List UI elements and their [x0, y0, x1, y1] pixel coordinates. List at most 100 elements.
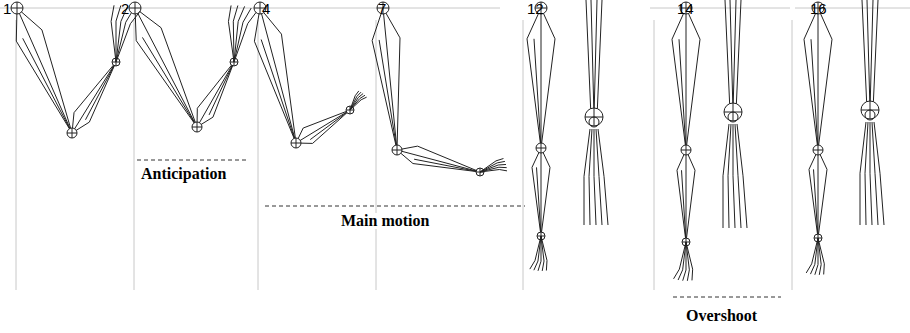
arm-stroke — [674, 269, 680, 279]
arm-stroke — [86, 62, 116, 120]
arm-stroke — [17, 8, 72, 133]
arm-stroke — [873, 0, 878, 110]
arm-stroke — [865, 173, 866, 225]
arm-stroke — [372, 8, 400, 150]
arm-stroke — [589, 129, 592, 176]
arm-stroke — [823, 264, 825, 275]
arm-stroke — [129, 2, 141, 14]
arm-stroke — [534, 39, 541, 148]
arm-stroke — [809, 150, 827, 238]
arm-stroke — [72, 62, 116, 133]
arm-stroke — [497, 161, 505, 162]
arm-stroke — [392, 145, 402, 155]
arm-stroke — [874, 122, 880, 173]
arm-stroke — [72, 128, 73, 138]
arm-stroke — [530, 260, 535, 269]
arm-stroke — [737, 124, 743, 176]
arm-stroke — [865, 110, 875, 120]
arm-stroke — [310, 110, 350, 140]
arm-stroke — [870, 173, 872, 225]
arm-stroke — [142, 37, 197, 127]
arm-stroke — [599, 176, 602, 225]
arm-stroke — [111, 5, 114, 21]
arm-stroke — [291, 138, 301, 148]
arm-stroke — [499, 167, 507, 168]
arm-stroke — [532, 148, 550, 236]
arm-stroke — [875, 173, 878, 225]
arm-stroke — [260, 8, 296, 143]
arm-stroke — [542, 261, 544, 271]
arm-stroke — [397, 145, 398, 155]
arm-stroke — [379, 40, 397, 150]
arm-stroke — [733, 0, 736, 112]
arm-stroke — [686, 150, 687, 242]
arm-stroke — [135, 2, 136, 14]
arm-stroke — [733, 176, 735, 228]
arm-stroke — [806, 264, 811, 273]
arm-stroke — [862, 0, 867, 110]
arm-stroke — [397, 150, 480, 172]
arm-stroke — [135, 8, 197, 127]
arm-stroke — [414, 159, 480, 172]
arm-stroke — [738, 176, 741, 228]
arm-stroke — [814, 169, 819, 238]
phase-label: Overshoot — [684, 308, 759, 324]
arm-stroke — [496, 159, 503, 161]
frame-number: 2 — [121, 1, 129, 16]
arm-stroke — [67, 128, 77, 138]
phase-label: Main motion — [339, 213, 431, 229]
frame-number: 4 — [262, 1, 270, 16]
arm-stroke — [296, 110, 350, 143]
arm-stroke — [725, 0, 730, 112]
arm-stroke — [686, 145, 687, 155]
arm-stroke — [116, 5, 121, 21]
arm-stroke — [234, 22, 243, 62]
arm-stroke — [818, 145, 819, 155]
arm-stroke — [681, 145, 691, 155]
arm-stroke — [679, 39, 686, 150]
arm-stroke — [686, 242, 689, 270]
arm-stroke — [865, 122, 868, 173]
arm-stroke — [209, 62, 234, 115]
arm-stroke — [535, 236, 541, 260]
arm-stroke — [233, 6, 238, 22]
arm-stroke — [260, 2, 261, 14]
arm-stroke — [538, 261, 541, 271]
arm-stroke — [23, 38, 72, 133]
arm-stroke — [818, 238, 824, 264]
arm-stroke — [589, 117, 599, 127]
arm-stroke — [135, 8, 197, 127]
arm-stroke — [736, 0, 741, 112]
arm-stroke — [728, 176, 729, 228]
arm-stroke — [541, 236, 544, 261]
arm-stroke — [591, 0, 594, 117]
arm-stroke — [261, 40, 296, 143]
arm-stroke — [238, 6, 244, 21]
arm-stroke — [686, 8, 687, 150]
arm-stroke — [111, 21, 116, 62]
arm-stroke — [296, 138, 297, 148]
arm-stroke — [536, 143, 546, 153]
arm-stroke — [730, 0, 733, 112]
frame-number: 14 — [677, 1, 694, 16]
arm-stroke — [541, 236, 547, 260]
arm-stroke — [361, 97, 366, 100]
arm-stroke — [585, 108, 603, 126]
arm-stroke — [860, 173, 861, 225]
arm-stroke — [499, 170, 507, 171]
arm-stroke — [534, 261, 538, 270]
arm-stroke — [296, 110, 350, 143]
arm-stroke — [594, 129, 595, 176]
arm-stroke — [861, 101, 879, 119]
arm-stroke — [197, 122, 198, 132]
arm-stroke — [350, 100, 361, 110]
arm-stroke — [815, 265, 818, 275]
arm-stroke — [728, 124, 731, 176]
arm-stroke — [116, 24, 130, 62]
arm-stroke — [813, 145, 823, 155]
arm-stroke — [541, 143, 542, 153]
arm-stroke — [228, 5, 231, 21]
frame-number: 1 — [3, 1, 11, 16]
arm-stroke — [811, 39, 818, 150]
